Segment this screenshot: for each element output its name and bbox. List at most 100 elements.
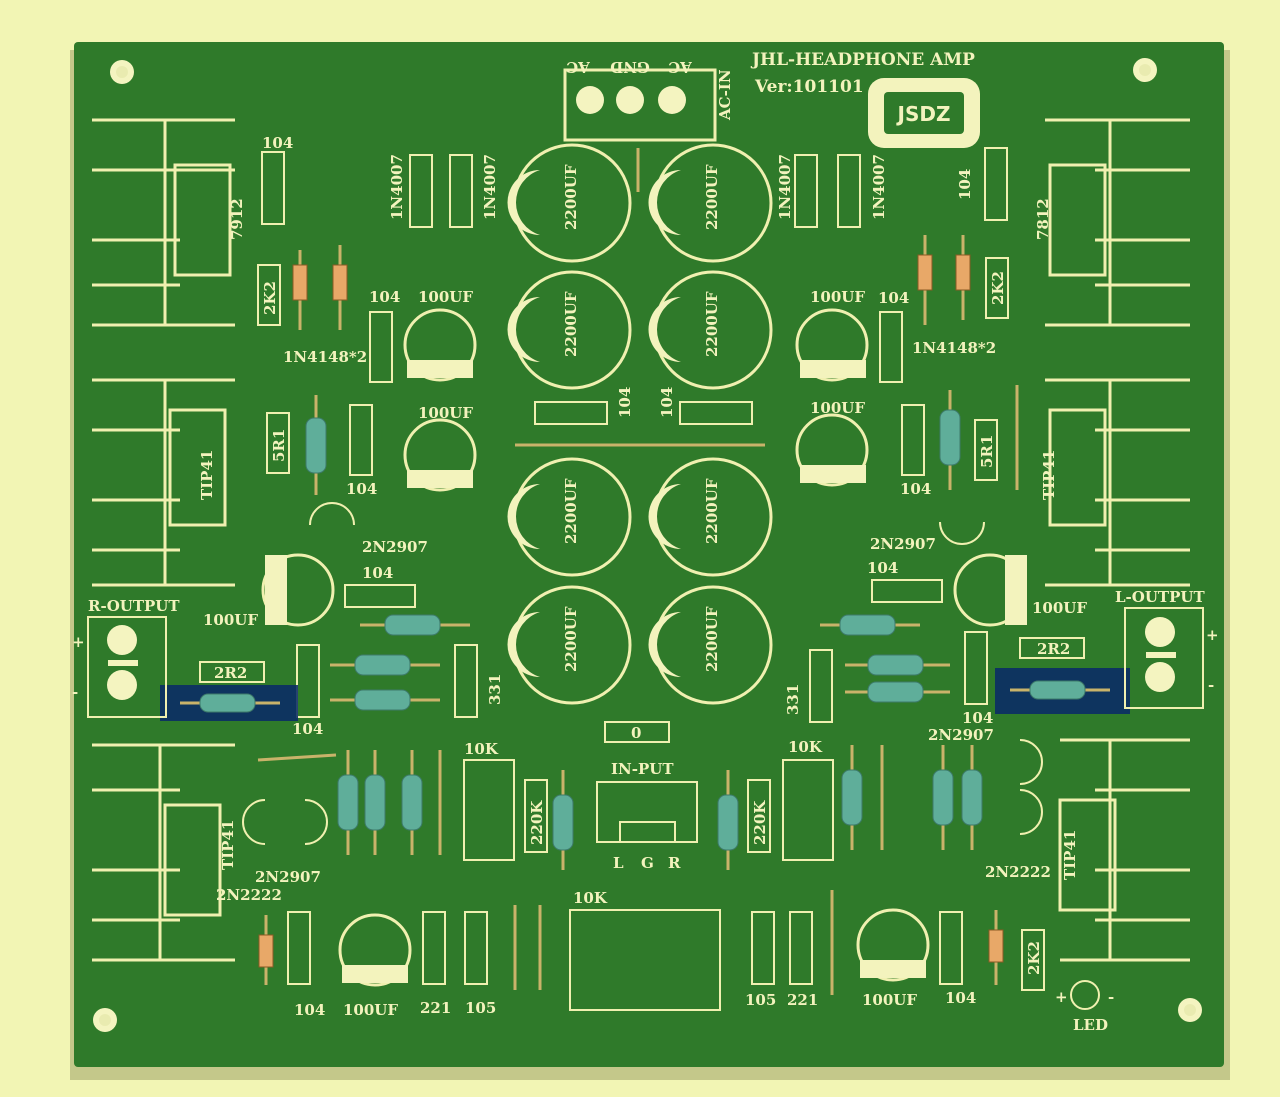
res-2r2-label-2: 2R2 — [1037, 640, 1070, 658]
input-connector — [596, 781, 698, 843]
cap-104-label-4: 104 — [616, 387, 634, 418]
2n2222-label-1: 2N2222 — [216, 886, 282, 904]
led-footprint — [1070, 980, 1100, 1010]
reg-7912-label: 7912 — [228, 198, 246, 240]
cap-100uf-label-5: 100UF — [810, 288, 865, 306]
cap-221-label-2: 221 — [787, 991, 818, 1009]
cap-2200uf-label-1: 2200UF — [562, 164, 580, 230]
r-output-terminal — [87, 616, 167, 718]
res-2r2-label-1: 2R2 — [214, 664, 247, 682]
r-output-plus: + — [72, 633, 85, 651]
cap-105-label-1: 105 — [465, 999, 496, 1017]
cap-104-label-5: 104 — [658, 387, 676, 418]
cap-100uf-label-1: 100UF — [418, 288, 473, 306]
input-pin-g: G — [641, 854, 654, 872]
cap-104-label-7: 104 — [292, 720, 323, 738]
l-output-label: L-OUTPUT — [1115, 588, 1205, 606]
led-label: LED — [1073, 1016, 1108, 1034]
to92-outlines — [242, 502, 1043, 845]
tip41-label-3: TIP41 — [219, 820, 237, 870]
led-plus: + — [1055, 988, 1068, 1006]
cap-104-label-1: 104 — [262, 134, 293, 152]
res-0-label: 0 — [631, 724, 641, 742]
reg-7812-label: 7812 — [1034, 198, 1052, 240]
res-220k-label-1: 220K — [528, 800, 546, 845]
board-version: Ver:101101 — [754, 77, 864, 97]
cap-2200uf-label-7: 2200UF — [562, 606, 580, 672]
cap-2200uf-label-8: 2200UF — [703, 606, 721, 672]
cap-104-label-3: 104 — [346, 480, 377, 498]
ac-in-label: AC-IN — [716, 69, 734, 121]
l-output-minus: - — [1208, 676, 1214, 694]
cap-2200uf-label-5: 2200UF — [562, 478, 580, 544]
2n2907-label-3: 2N2907 — [928, 726, 994, 744]
cap-100uf-label-8: 100UF — [862, 991, 917, 1009]
diode-1n4007-label-1: 1N4007 — [388, 154, 406, 220]
logo-text: JSDZ — [896, 102, 951, 126]
diode-1n4007-label-3: 1N4007 — [776, 154, 794, 220]
res-5r1-label-1: 5R1 — [270, 429, 288, 462]
cap-221-label-1: 221 — [420, 999, 451, 1017]
board-title: JHL-HEADPHONE AMP — [750, 50, 975, 70]
diode-1n4007-label-2: 1N4007 — [481, 154, 499, 220]
cap-104-label-8: 104 — [956, 169, 974, 200]
cap-104-label-12: 104 — [962, 709, 993, 727]
cap-2200uf-label-3: 2200UF — [562, 291, 580, 357]
cap-100uf-label-3: 100UF — [203, 611, 258, 629]
cap-100uf-label-7: 100UF — [1032, 599, 1087, 617]
ac-in-terminal — [563, 68, 717, 142]
signal-diodes — [258, 235, 1004, 985]
cap-2200uf-label-4: 2200UF — [703, 291, 721, 357]
pot-10k-label-3: 10K — [573, 889, 608, 907]
cap-2200uf-label-6: 2200UF — [703, 478, 721, 544]
electrolytic-stripes — [265, 360, 1027, 983]
res-220k-label-2: 220K — [751, 800, 769, 845]
res-2k2-label-1: 2K2 — [261, 281, 279, 315]
cap-104-label-13: 104 — [294, 1001, 325, 1019]
pot-10k-label-1: 10K — [464, 740, 499, 758]
2n2907-label-1: 2N2907 — [362, 538, 428, 556]
cap-104-label-11: 104 — [867, 559, 898, 577]
input-pin-l: L — [613, 854, 624, 872]
diode-1n4148-label-2: 1N4148*2 — [912, 339, 996, 357]
ac-in-pin-2: GND — [610, 58, 650, 76]
cap-104-label-9: 104 — [878, 289, 909, 307]
l-output-terminal — [1124, 607, 1204, 709]
populated-resistors — [257, 148, 1019, 995]
res-2k2-label-2: 2K2 — [989, 271, 1007, 305]
highlighted-resistors — [160, 668, 1130, 721]
mounting-holes — [93, 58, 1202, 1032]
rectifier-diodes — [409, 154, 861, 228]
r-output-minus: - — [72, 683, 78, 701]
2n2222-label-2: 2N2222 — [985, 863, 1051, 881]
res-5r1-label-2: 5R1 — [978, 435, 996, 468]
cap-331-label-1: 331 — [486, 674, 504, 705]
trim-pots — [463, 759, 834, 1011]
led-minus: - — [1108, 988, 1114, 1006]
tip41-label-4: TIP41 — [1061, 830, 1079, 880]
l-output-plus: + — [1206, 626, 1219, 644]
jsdz-logo: JSDZ — [868, 78, 980, 148]
heatsinks — [92, 118, 1190, 962]
r-output-label: R-OUTPUT — [88, 597, 180, 615]
cap-100uf-label-4: 100UF — [343, 1001, 398, 1019]
cap-100uf-label-6: 100UF — [810, 399, 865, 417]
2n2907-label-2: 2N2907 — [870, 535, 936, 553]
diode-1n4007-label-4: 1N4007 — [870, 154, 888, 220]
cap-105-label-2: 105 — [745, 991, 776, 1009]
film-cap-footprints — [261, 147, 1008, 985]
cap-100uf-label-2: 100UF — [418, 404, 473, 422]
res-2k2-label-3: 2K2 — [1025, 941, 1043, 975]
tip41-label-2: TIP41 — [1040, 450, 1058, 500]
tip41-label-1: TIP41 — [198, 450, 216, 500]
2n2907-label-4: 2N2907 — [255, 868, 321, 886]
ac-in-pin-3: AC — [668, 58, 693, 76]
diode-1n4148-label-1: 1N4148*2 — [283, 348, 367, 366]
cap-104-label-2: 104 — [369, 288, 400, 306]
cap-104-label-10: 104 — [900, 480, 931, 498]
input-label: IN-PUT — [611, 760, 674, 778]
cap-331-label-2: 331 — [784, 684, 802, 715]
input-pin-r: R — [668, 854, 681, 872]
cap-104-label-6: 104 — [362, 564, 393, 582]
